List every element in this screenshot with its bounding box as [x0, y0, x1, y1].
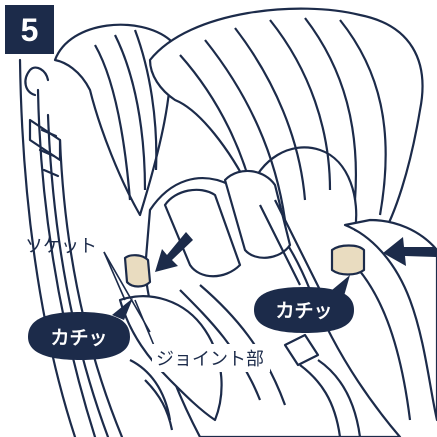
arrow-left-icon: [155, 232, 193, 272]
joint-part-left: [123, 254, 152, 288]
canopy-right: [148, 7, 424, 242]
click-bubble-left: カチッ: [28, 298, 133, 360]
click-bubble-right-text: カチッ: [275, 300, 332, 322]
joint-label-bg: [152, 344, 270, 372]
arrow-right-icon: [383, 237, 436, 266]
click-bubble-right: カチッ: [254, 275, 354, 333]
click-bubble-left-text: カチッ: [50, 327, 107, 349]
canopy-left: [53, 23, 173, 217]
joint-part-right: [330, 244, 366, 276]
joint-label: ジョイント部: [156, 349, 264, 370]
step-number: 5: [21, 12, 39, 48]
socket-leader: [103, 251, 126, 301]
step-badge: 5: [5, 5, 54, 54]
stroller-frame: [18, 58, 124, 437]
socket-label: ソケット: [25, 236, 97, 257]
